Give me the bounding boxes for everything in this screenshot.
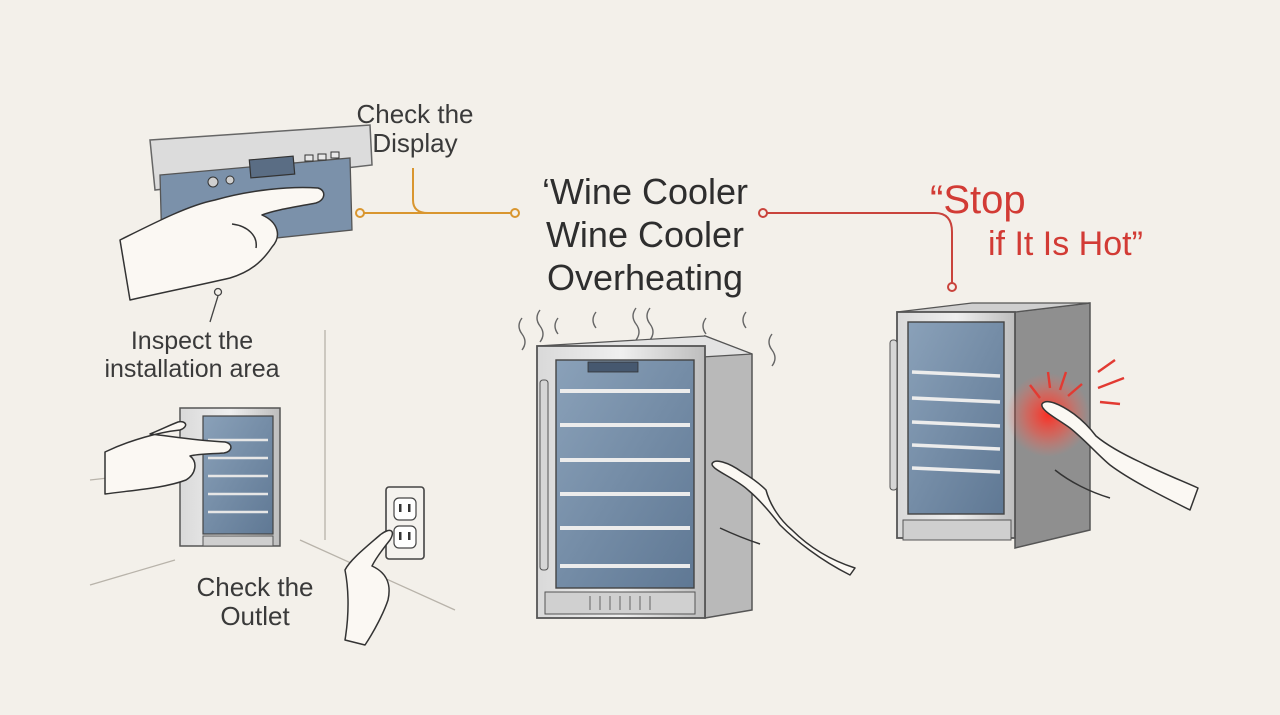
hand-hot-cooler — [1041, 400, 1199, 511]
display-buttons — [304, 151, 340, 162]
hot-burst-lines — [1029, 359, 1125, 406]
hand-main-cooler — [711, 460, 856, 576]
diagram-title-line2: Wine Cooler — [545, 214, 745, 256]
label-check-display-line1: Check the — [356, 99, 474, 129]
label-check-display-line2: Display — [372, 128, 458, 159]
label-inspect-installation: Inspect the installation area — [82, 327, 302, 383]
connector-stop — [758, 208, 957, 292]
label-stop-if-hot-line2: if It Is Hot” — [988, 225, 1143, 263]
label-check-outlet-line2: Outlet — [220, 601, 290, 632]
connector-display — [355, 168, 520, 218]
wall-outlet — [385, 486, 425, 560]
label-check-display: Check the Display — [330, 99, 500, 159]
heat-waves — [518, 307, 776, 367]
label-stop-if-hot: “Stop if It Is Hot” — [930, 176, 1170, 265]
label-check-outlet: Check the Outlet — [170, 572, 340, 632]
cooler-main — [536, 334, 753, 619]
diagram-title: ‘Wine Cooler Wine Cooler Overheating — [500, 170, 790, 300]
label-check-outlet-line1: Check the — [196, 572, 314, 602]
cooler-hot — [889, 302, 1091, 549]
cooler-small — [179, 407, 281, 547]
diagram-title-line1: ‘Wine Cooler — [541, 171, 749, 212]
hand-installation — [104, 420, 232, 495]
label-inspect-installation-line1: Inspect the — [130, 327, 254, 355]
hand-display — [119, 186, 325, 301]
label-inspect-installation-line2: installation area — [104, 355, 280, 383]
label-stop-if-hot-line1: “Stop — [930, 178, 1026, 222]
connector-installation — [209, 287, 223, 323]
hand-outlet — [344, 529, 394, 646]
diagram-title-line3: Overheating — [546, 257, 744, 299]
hot-spot-glow — [1006, 373, 1090, 457]
